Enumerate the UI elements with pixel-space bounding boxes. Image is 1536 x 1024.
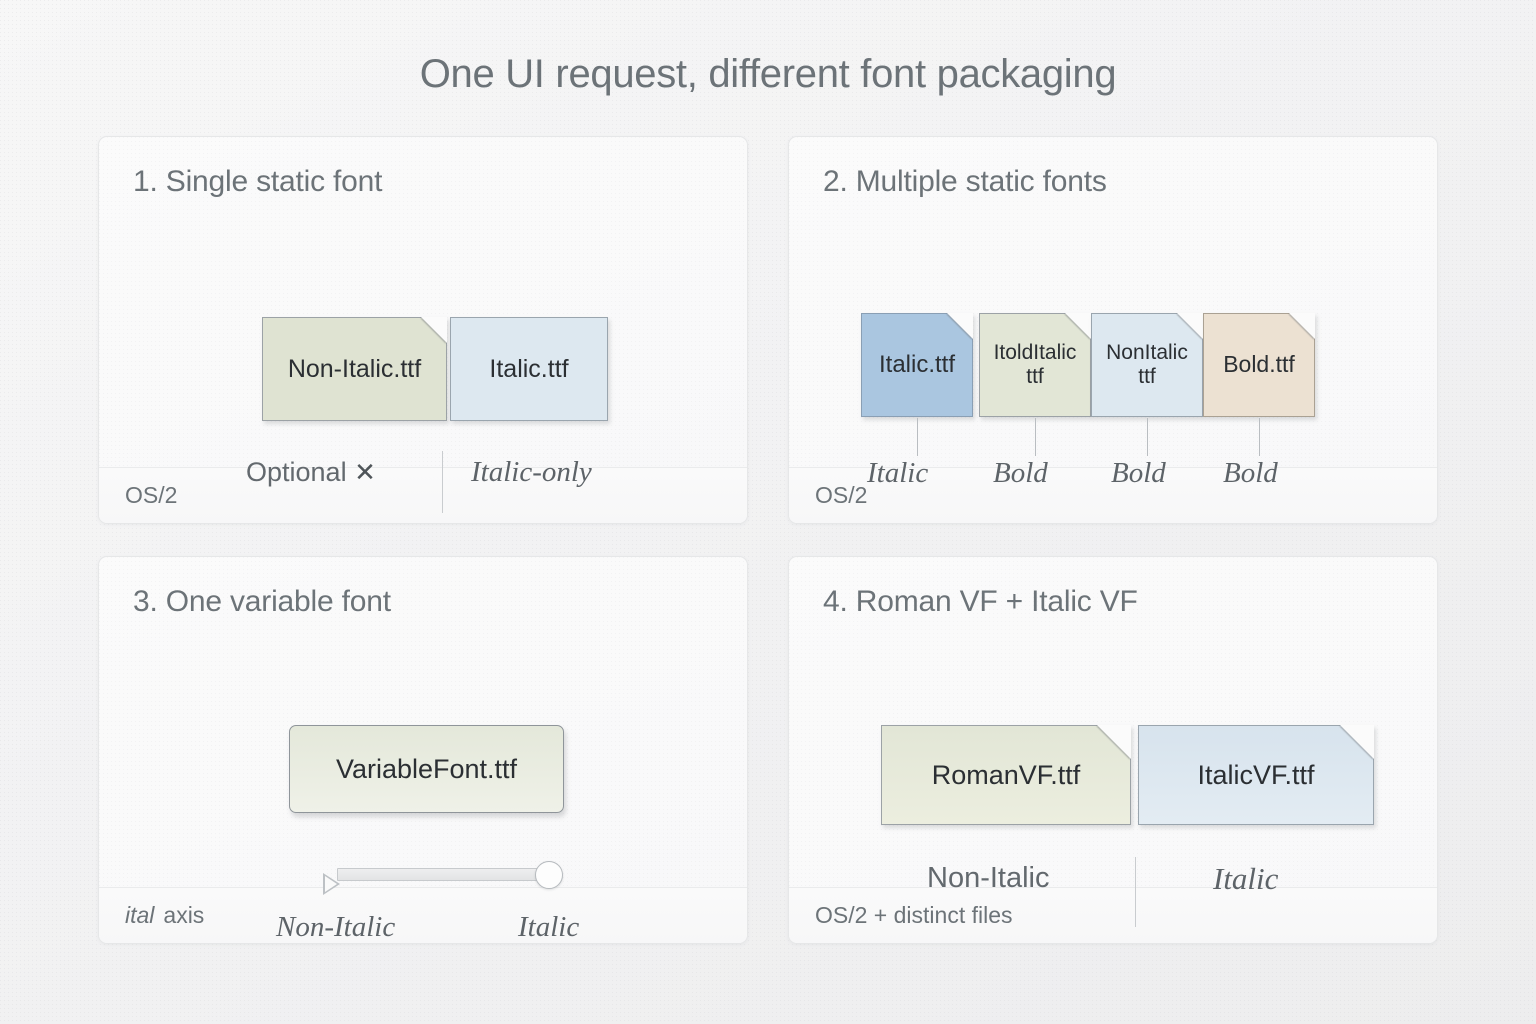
panel-1-body: Non-Italic.ttf Italic.ttf Optional ✕ Ita… — [99, 199, 747, 513]
panel-3-body: VariableFont.ttf Non-Italic Italic — [99, 619, 747, 943]
file-card-label: ItoldItalic ttf — [993, 341, 1077, 388]
panel-2-body: Italic.ttf ItoldItalic ttf NonItalic ttf… — [789, 199, 1437, 489]
file-card-label: ItalicVF.ttf — [1197, 759, 1315, 790]
file-card-italic-ttf[interactable]: Italic.ttf — [450, 317, 608, 421]
caption-italic: Italic — [1213, 861, 1279, 896]
caption-optional: Optional ✕ — [246, 457, 376, 488]
panel-1-footer: OS/2 — [99, 467, 747, 523]
panel-4-footer-label: OS/2 + distinct files — [815, 902, 1013, 928]
cross-icon: ✕ — [354, 457, 376, 487]
caption-card-1: Italic — [867, 457, 929, 489]
caption-divider — [1135, 857, 1136, 927]
file-card-label: Italic.ttf — [878, 350, 956, 378]
panel-4-body: RomanVF.ttf ItalicVF.ttf Non-Italic Ital… — [789, 619, 1437, 927]
file-card-label: Non-Italic.ttf — [287, 355, 422, 383]
file-card-variablefont-ttf[interactable]: VariableFont.ttf — [289, 725, 564, 813]
caption-text: Optional — [246, 457, 347, 487]
file-card-label: Bold.ttf — [1223, 351, 1295, 378]
panel-multiple-static-fonts: 2. Multiple static fonts Italic.ttf Itol… — [788, 136, 1438, 524]
caption-non-italic: Non-Italic — [927, 862, 1050, 894]
file-card-label: Italic.ttf — [489, 355, 569, 383]
file-card-label: VariableFont.ttf — [335, 753, 518, 784]
file-card-romanvf-ttf[interactable]: RomanVF.ttf — [881, 725, 1131, 825]
panel-4-title: 4. Roman VF + Italic VF — [823, 585, 1138, 618]
file-card-nonitalic-ttf[interactable]: NonItalic ttf — [1091, 313, 1203, 417]
file-card-italicvf-ttf[interactable]: ItalicVF.ttf — [1138, 725, 1374, 825]
file-card-italic-ttf[interactable]: Italic.ttf — [861, 313, 973, 417]
panel-3-footer-label: axis — [163, 902, 205, 928]
page-title: One UI request, different font packaging — [419, 52, 1117, 96]
connector-line — [1259, 418, 1260, 456]
ital-axis-slider-track[interactable] — [337, 868, 549, 881]
panel-4-footer: OS/2 + distinct files — [789, 887, 1437, 943]
slider-min-label: Non-Italic — [276, 911, 396, 943]
file-card-non-italic-ttf[interactable]: Non-Italic.ttf — [262, 317, 447, 421]
panel-grid: 1. Single static font Non-Italic.ttf Ita… — [98, 136, 1438, 944]
play-triangle-icon — [323, 873, 340, 895]
panel-one-variable-font: 3. One variable font VariableFont.ttf No… — [98, 556, 748, 944]
panel-3-footer: ital axis — [99, 887, 747, 943]
panel-2-footer: OS/2 — [789, 467, 1437, 523]
panel-1-footer-label: OS/2 — [125, 482, 178, 508]
caption-card-3: Bold — [1111, 457, 1166, 489]
panel-2-footer-label: OS/2 — [815, 482, 868, 508]
slider-max-label: Italic — [518, 911, 580, 943]
file-card-itolditalic-ttf[interactable]: ItoldItalic ttf — [979, 313, 1091, 417]
connector-line — [1035, 418, 1036, 456]
file-card-label: NonItalic ttf — [1106, 341, 1188, 388]
connector-line — [1147, 418, 1148, 456]
caption-card-2: Bold — [993, 457, 1048, 489]
connector-line — [917, 418, 918, 456]
panel-3-title: 3. One variable font — [133, 585, 391, 618]
file-card-label: RomanVF.ttf — [931, 759, 1081, 790]
panel-2-title: 2. Multiple static fonts — [823, 165, 1107, 198]
panel-roman-vf-italic-vf: 4. Roman VF + Italic VF RomanVF.ttf Ital… — [788, 556, 1438, 944]
panel-1-title: 1. Single static font — [133, 165, 383, 198]
file-card-bold-ttf[interactable]: Bold.ttf — [1203, 313, 1315, 417]
ital-axis-slider-knob[interactable] — [535, 861, 563, 889]
caption-card-4: Bold — [1223, 457, 1278, 489]
caption-divider — [442, 451, 443, 513]
caption-italic-only: Italic-only — [471, 456, 592, 488]
panel-single-static-font: 1. Single static font Non-Italic.ttf Ita… — [98, 136, 748, 524]
panel-3-footer-axis-name: ital — [125, 902, 155, 928]
